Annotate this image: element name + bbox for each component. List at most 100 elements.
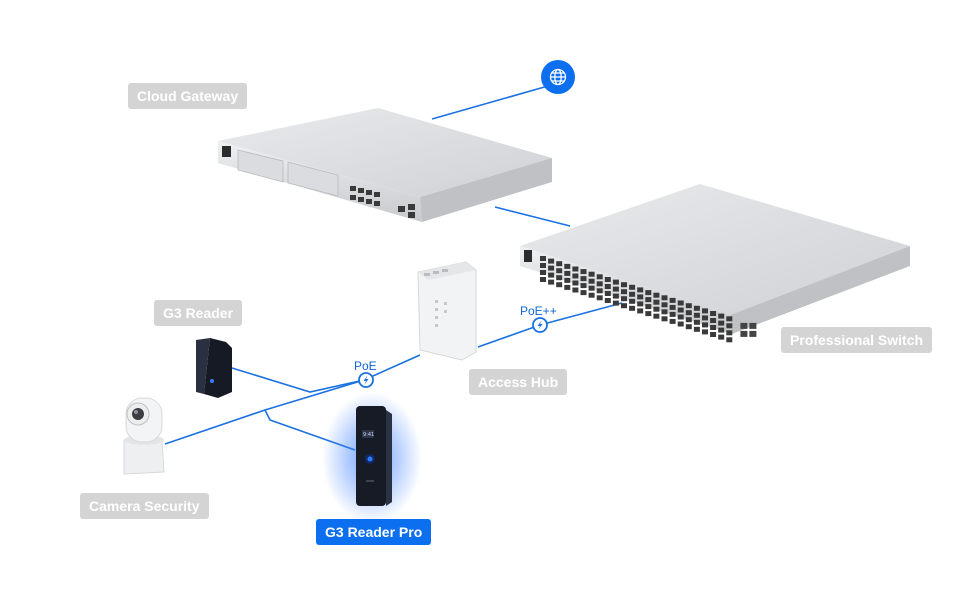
switch-port xyxy=(596,295,603,301)
switch-port xyxy=(661,316,668,322)
switch-port xyxy=(653,292,660,298)
switch-port xyxy=(685,324,692,330)
poe-marker xyxy=(358,372,374,388)
switch-port xyxy=(629,298,636,304)
switch-port xyxy=(612,286,619,292)
access-hub-device[interactable] xyxy=(417,261,477,361)
switch-port xyxy=(645,311,652,317)
switch-port xyxy=(702,315,708,321)
switch-port xyxy=(548,265,555,271)
switch-port xyxy=(588,278,595,284)
professional-switch-device[interactable] xyxy=(520,184,910,343)
switch-port xyxy=(629,305,636,311)
switch-port xyxy=(693,319,700,325)
switch-port xyxy=(653,299,660,305)
label-g3-reader-pro[interactable]: G3 Reader Pro xyxy=(316,519,432,545)
switch-port xyxy=(685,310,692,316)
g3-reader-device[interactable] xyxy=(196,338,232,398)
switch-port xyxy=(612,293,619,299)
switch-port xyxy=(604,284,611,289)
cloud-gateway-device[interactable] xyxy=(218,108,552,222)
switch-ports xyxy=(540,256,757,343)
switch-port xyxy=(596,281,603,287)
switch-port xyxy=(612,279,619,285)
switch-port xyxy=(604,277,611,282)
switch-port xyxy=(621,296,627,302)
switch-port xyxy=(596,288,603,294)
switch-port xyxy=(540,277,546,282)
switch-port xyxy=(540,270,546,275)
switch-port xyxy=(556,261,563,267)
switch-port xyxy=(661,302,668,308)
switch-port xyxy=(621,282,627,288)
switch-port xyxy=(710,318,717,323)
globe-icon xyxy=(549,68,567,86)
switch-port xyxy=(637,287,644,293)
switch-port xyxy=(710,332,717,337)
switch-port xyxy=(621,289,627,295)
switch-port xyxy=(718,334,725,340)
switch-port xyxy=(645,297,652,303)
label-g3-reader: G3 Reader xyxy=(154,300,243,326)
switch-port xyxy=(693,326,700,332)
switch-port xyxy=(637,301,644,307)
switch-port xyxy=(556,268,563,274)
switch-port xyxy=(677,321,684,327)
switch-port xyxy=(637,294,644,300)
link-hub-camera xyxy=(164,354,421,445)
poe-plus-label: PoE++ xyxy=(520,304,557,318)
link-gateway-internet xyxy=(431,85,549,120)
switch-port xyxy=(718,320,725,326)
switch-port xyxy=(572,273,579,279)
switch-port xyxy=(685,303,692,309)
switch-port xyxy=(580,290,587,296)
switch-port xyxy=(564,270,571,276)
switch-port xyxy=(556,275,563,281)
switch-port xyxy=(629,291,636,297)
gateway-ports xyxy=(350,186,415,218)
bolt-icon xyxy=(363,375,369,385)
poe-plus-marker xyxy=(532,317,548,333)
switch-port xyxy=(540,256,546,261)
switch-port xyxy=(661,295,668,301)
switch-sfp-port xyxy=(740,330,748,337)
switch-port xyxy=(564,263,571,269)
switch-port xyxy=(726,330,733,336)
switch-port xyxy=(661,309,668,315)
switch-port xyxy=(645,304,652,310)
switch-port xyxy=(710,325,717,330)
g3-reader-pro-device[interactable]: 9:41 xyxy=(322,392,422,524)
switch-port xyxy=(645,290,652,296)
switch-port xyxy=(556,282,563,288)
switch-port xyxy=(596,274,603,280)
label-professional-switch: Professional Switch xyxy=(781,327,933,353)
switch-port xyxy=(726,323,733,329)
switch-port xyxy=(677,300,684,306)
bolt-icon xyxy=(537,320,543,330)
poe-label: PoE xyxy=(354,359,377,373)
switch-port xyxy=(653,306,660,312)
internet-node[interactable] xyxy=(541,60,575,94)
switch-port xyxy=(669,318,676,324)
switch-port xyxy=(580,276,587,282)
switch-port xyxy=(669,304,676,310)
camera-security-device[interactable] xyxy=(123,397,165,475)
switch-port xyxy=(548,279,555,285)
switch-port xyxy=(677,314,684,320)
switch-port xyxy=(564,277,571,283)
link-reader-hub xyxy=(231,367,365,393)
switch-port xyxy=(718,327,725,333)
switch-port xyxy=(702,322,708,328)
label-cloud-gateway: Cloud Gateway xyxy=(128,83,248,109)
switch-port xyxy=(604,298,611,303)
switch-port xyxy=(726,337,733,343)
switch-port xyxy=(572,287,579,293)
switch-sfp-port xyxy=(740,322,748,329)
switch-port xyxy=(548,272,555,278)
switch-port xyxy=(702,329,708,335)
switch-port xyxy=(669,297,676,303)
label-access-hub: Access Hub xyxy=(469,369,568,395)
switch-port xyxy=(580,283,587,289)
switch-port xyxy=(653,313,660,319)
